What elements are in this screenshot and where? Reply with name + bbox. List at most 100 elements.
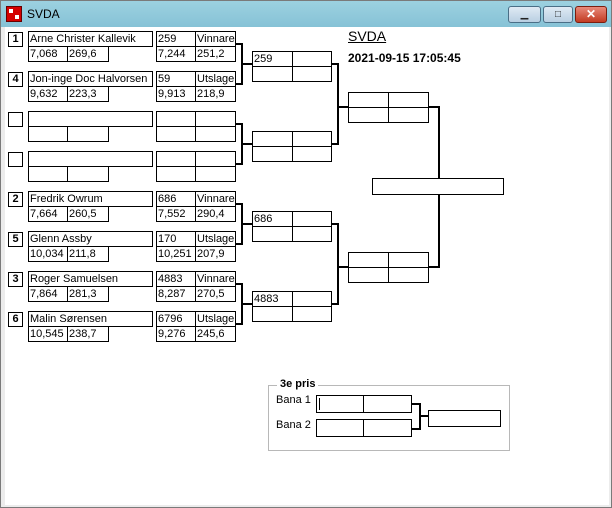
minimize-button[interactable]: ▁ xyxy=(508,6,541,23)
round-status[interactable]: Utslagen xyxy=(195,71,236,87)
player-average[interactable]: 9,632 xyxy=(28,86,68,102)
round-points[interactable]: 245,6 xyxy=(195,326,236,342)
player-average[interactable]: 7,664 xyxy=(28,206,68,222)
player-name[interactable] xyxy=(28,151,153,167)
player-average[interactable]: 10,545 xyxy=(28,326,68,342)
round-status[interactable]: Utslagen xyxy=(195,311,236,327)
player-name[interactable]: Roger Samuelsen xyxy=(28,271,153,287)
round-status[interactable]: Vinnare xyxy=(195,31,236,47)
match-winner-score[interactable]: 259 xyxy=(252,51,293,67)
semifinal-field[interactable] xyxy=(388,252,429,268)
seed-box: 3 xyxy=(8,272,23,287)
round-points[interactable]: 218,9 xyxy=(195,86,236,102)
round-points[interactable]: 251,2 xyxy=(195,46,236,62)
semifinal-field[interactable] xyxy=(388,92,429,108)
round-points[interactable] xyxy=(195,166,236,182)
player-points[interactable]: 238,7 xyxy=(67,326,109,342)
bana2-score-field[interactable] xyxy=(316,419,364,437)
bana1-result-field[interactable] xyxy=(363,395,412,413)
round-points[interactable] xyxy=(195,126,236,142)
match-winner-field[interactable] xyxy=(292,306,332,322)
round-score[interactable] xyxy=(156,111,196,127)
match-winner-field[interactable] xyxy=(252,146,293,162)
player-name[interactable]: Arne Christer Kallevik xyxy=(28,31,153,47)
match-winner-field[interactable] xyxy=(252,226,293,242)
round-average[interactable]: 9,913 xyxy=(156,86,196,102)
player-average[interactable]: 7,068 xyxy=(28,46,68,62)
player-points[interactable]: 281,3 xyxy=(67,286,109,302)
player-average[interactable] xyxy=(28,166,68,182)
player-average[interactable] xyxy=(28,126,68,142)
match-winner-field[interactable] xyxy=(292,66,332,82)
round-average[interactable] xyxy=(156,126,196,142)
semifinal-field[interactable] xyxy=(388,107,429,123)
seed-box xyxy=(8,112,23,127)
semifinal-score[interactable] xyxy=(348,92,389,108)
connector xyxy=(236,83,242,85)
bana2-result-field[interactable] xyxy=(363,419,412,437)
match-winner-field[interactable] xyxy=(292,226,332,242)
semifinal-field[interactable] xyxy=(388,267,429,283)
title-bar[interactable]: SVDA ▁ □ ✕ xyxy=(1,1,611,27)
match-winner-score[interactable]: 686 xyxy=(252,211,293,227)
semifinal-field[interactable] xyxy=(348,107,389,123)
player-points[interactable] xyxy=(67,126,109,142)
connector xyxy=(236,243,242,245)
match-winner-field[interactable] xyxy=(252,306,293,322)
player-points[interactable]: 223,3 xyxy=(67,86,109,102)
round-average[interactable]: 8,287 xyxy=(156,286,196,302)
round-score[interactable]: 4883 xyxy=(156,271,196,287)
close-button[interactable]: ✕ xyxy=(575,6,607,23)
round-score[interactable]: 259 xyxy=(156,31,196,47)
bana1-score-field[interactable] xyxy=(316,395,364,413)
match-winner-field[interactable] xyxy=(292,51,332,67)
match-winner-field[interactable] xyxy=(292,211,332,227)
connector xyxy=(429,266,439,268)
round-status[interactable] xyxy=(195,111,236,127)
maximize-icon: □ xyxy=(554,9,562,20)
final-field[interactable] xyxy=(372,178,504,195)
match-winner-field[interactable] xyxy=(292,131,332,147)
player-average[interactable]: 7,864 xyxy=(28,286,68,302)
connector xyxy=(236,43,242,45)
round-average[interactable]: 7,244 xyxy=(156,46,196,62)
round-status[interactable] xyxy=(195,151,236,167)
connector xyxy=(332,143,338,145)
match-winner-score[interactable]: 4883 xyxy=(252,291,293,307)
player-name[interactable] xyxy=(28,111,153,127)
semifinal-score[interactable] xyxy=(348,252,389,268)
player-name[interactable]: Fredrik Owrum xyxy=(28,191,153,207)
third-place-winner-field[interactable] xyxy=(428,410,501,427)
round-average[interactable]: 10,251 xyxy=(156,246,196,262)
player-average[interactable]: 10,034 xyxy=(28,246,68,262)
semifinal-field[interactable] xyxy=(348,267,389,283)
round-average[interactable]: 9,276 xyxy=(156,326,196,342)
round-score[interactable]: 686 xyxy=(156,191,196,207)
round-score[interactable]: 170 xyxy=(156,231,196,247)
match-winner-field[interactable] xyxy=(252,66,293,82)
round-points[interactable]: 207,9 xyxy=(195,246,236,262)
player-name[interactable]: Jon-inge Doc Halvorsen xyxy=(28,71,153,87)
round-points[interactable]: 290,4 xyxy=(195,206,236,222)
round-average[interactable] xyxy=(156,166,196,182)
round-status[interactable]: Vinnare xyxy=(195,191,236,207)
round-score[interactable] xyxy=(156,151,196,167)
round-average[interactable]: 7,552 xyxy=(156,206,196,222)
player-name[interactable]: Glenn Assby xyxy=(28,231,153,247)
round-points[interactable]: 270,5 xyxy=(195,286,236,302)
player-points[interactable] xyxy=(67,166,109,182)
player-points[interactable]: 211,8 xyxy=(67,246,109,262)
player-points[interactable]: 269,6 xyxy=(67,46,109,62)
round-status[interactable]: Vinnare xyxy=(195,271,236,287)
maximize-button[interactable]: □ xyxy=(543,6,573,23)
match-winner-field[interactable] xyxy=(292,146,332,162)
app-icon xyxy=(6,6,22,22)
round-status[interactable]: Utslagen xyxy=(195,231,236,247)
match-winner-field[interactable] xyxy=(292,291,332,307)
player-points[interactable]: 260,5 xyxy=(67,206,109,222)
player-name[interactable]: Malin Sørensen xyxy=(28,311,153,327)
match-winner-score[interactable] xyxy=(252,131,293,147)
round-score[interactable]: 59 xyxy=(156,71,196,87)
round-score[interactable]: 6796 xyxy=(156,311,196,327)
